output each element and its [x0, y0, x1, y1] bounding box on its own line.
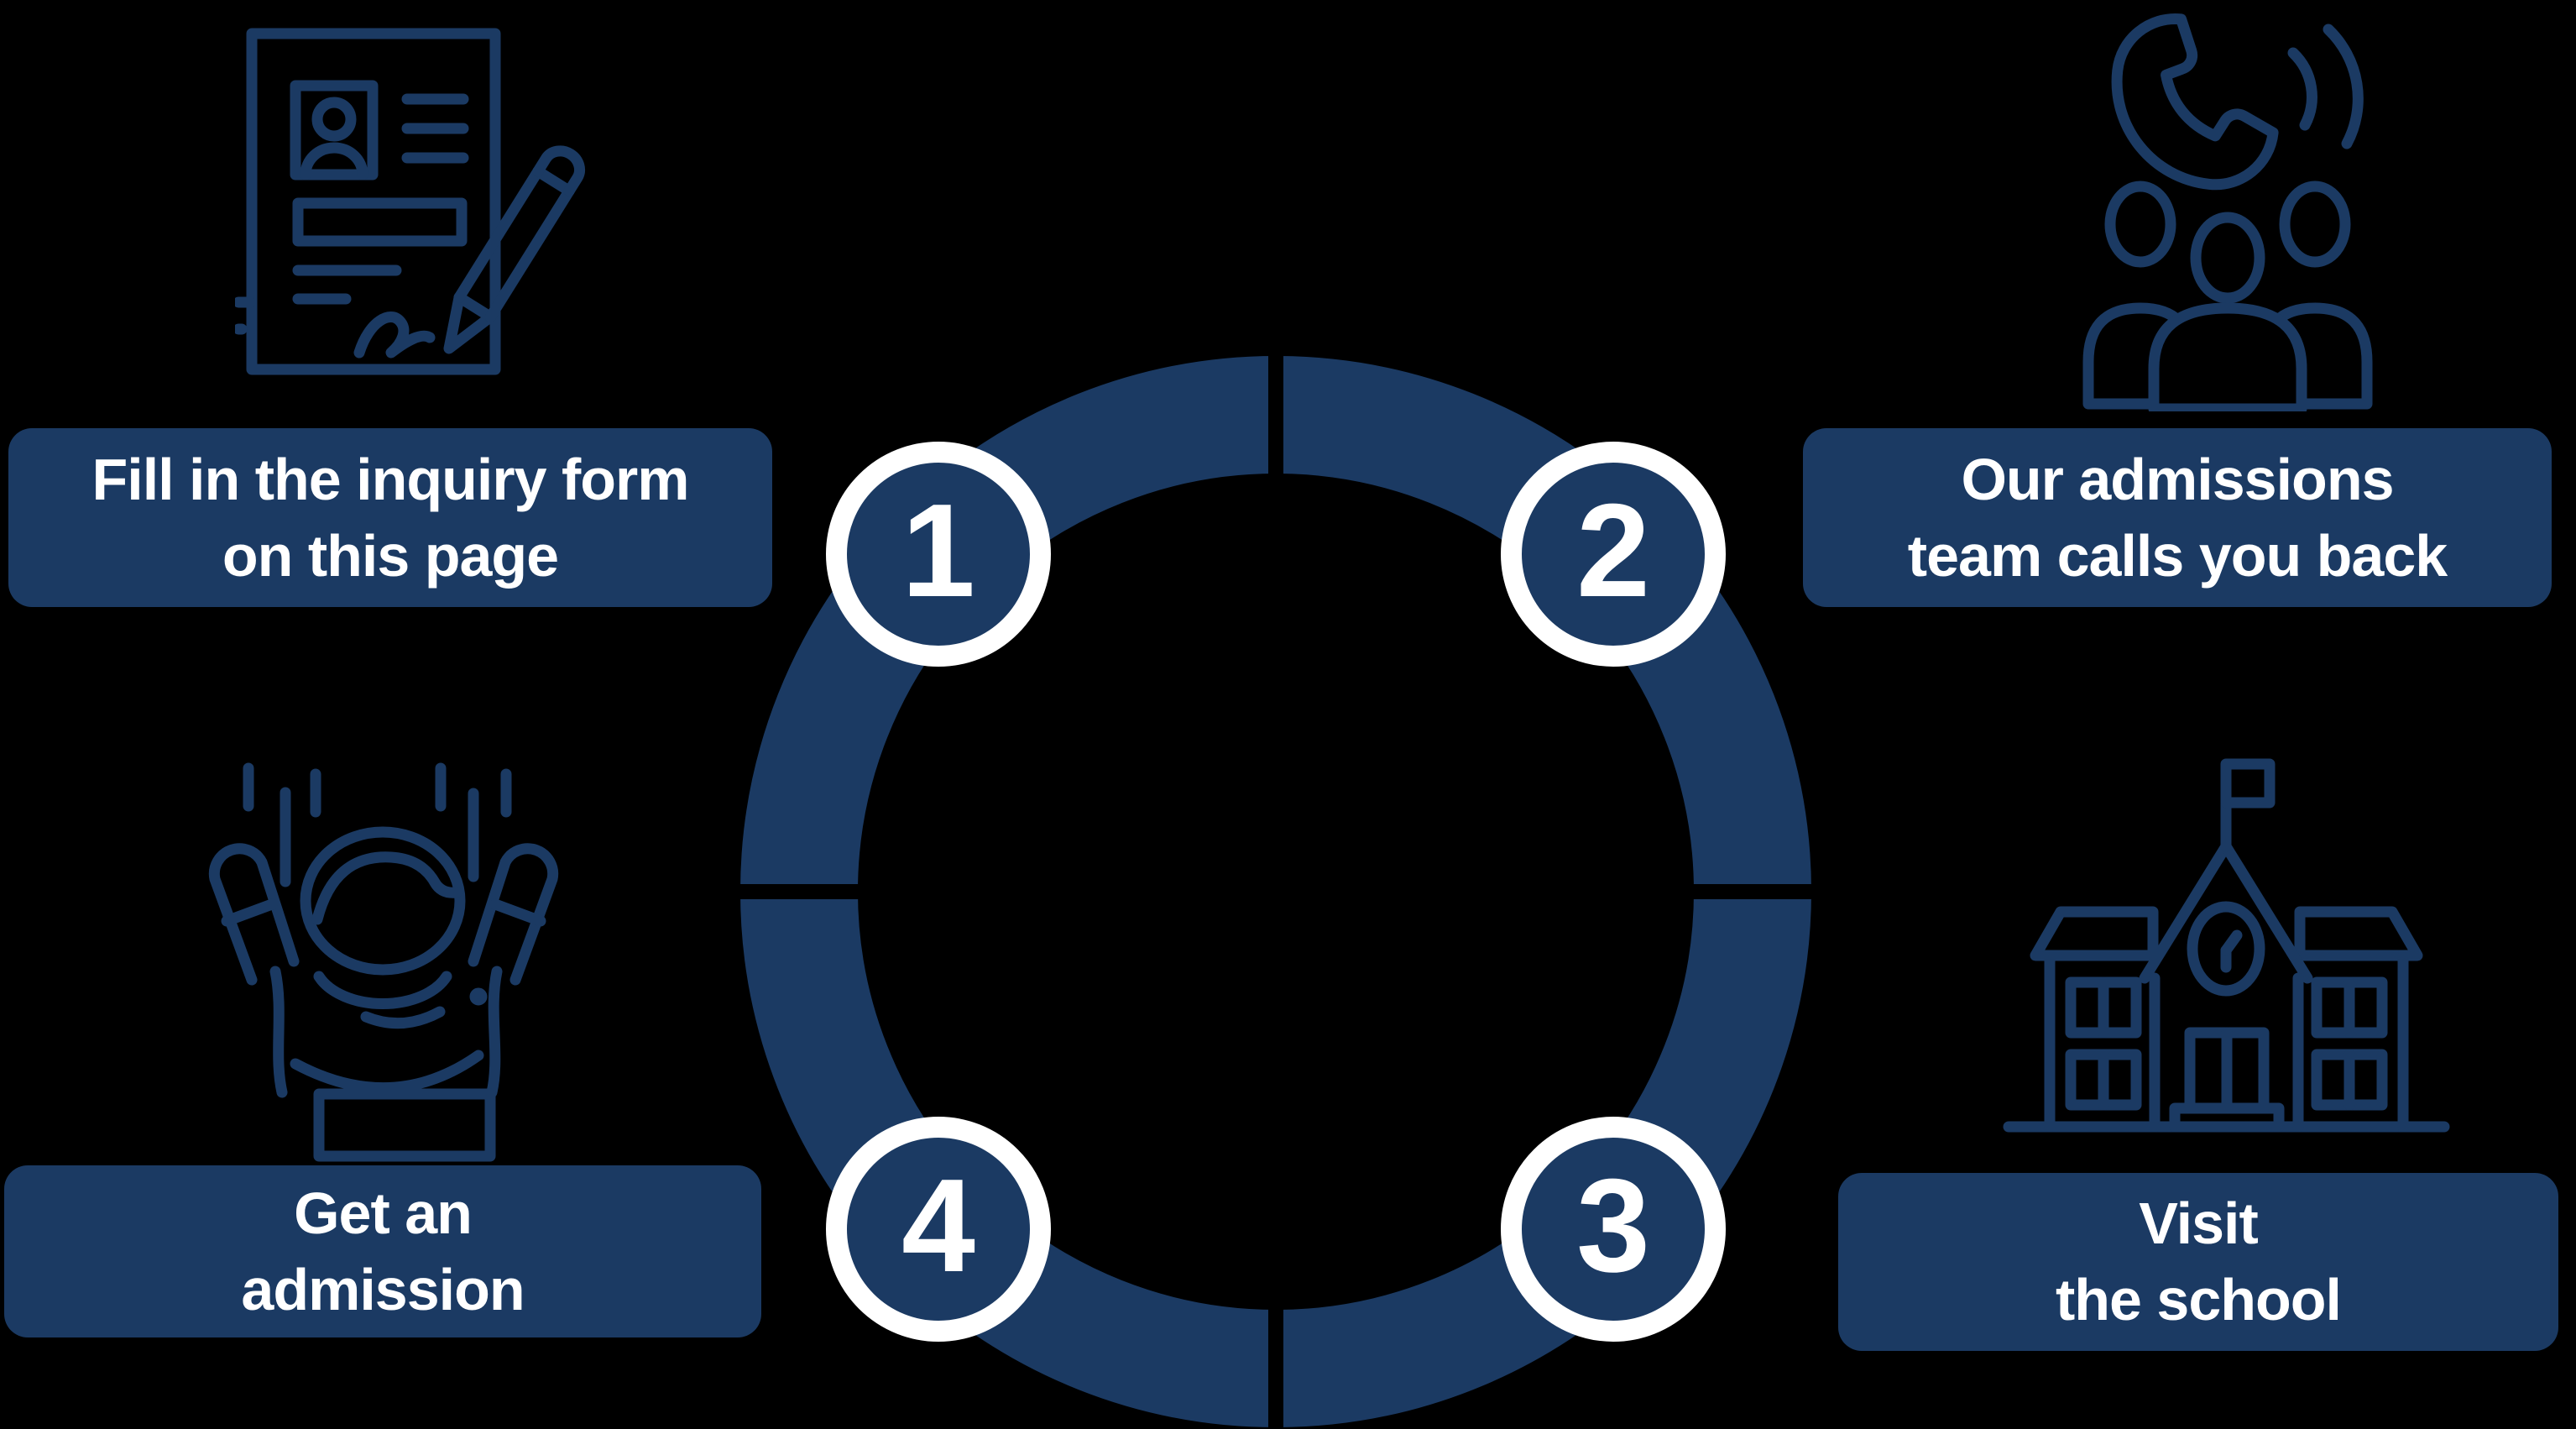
step-2-label-box: Our admissions team calls you back: [1803, 428, 2552, 607]
step-3-number: 3: [1576, 1152, 1650, 1300]
celebration-rays: [243, 762, 512, 887]
right-arm: [468, 843, 559, 986]
step-4-label-line2: admission: [241, 1256, 525, 1322]
phone-handset: [2111, 13, 2279, 191]
step-1-label-line1: Fill in the inquiry form: [91, 446, 690, 512]
step-1-number: 1: [901, 477, 975, 625]
step-1-badge: 1: [826, 442, 1051, 667]
team-group: [2082, 181, 2373, 411]
step-4-number: 4: [901, 1152, 975, 1300]
ring-quadrant-gaps: [730, 343, 1823, 1429]
left-arm: [208, 843, 300, 986]
inquiry-form-icon: [235, 28, 586, 375]
step-3-badge: 3: [1501, 1117, 1726, 1342]
step-3-label-line1: Visit: [2139, 1191, 2259, 1256]
step-4-label-line1: Get an: [294, 1180, 473, 1246]
school-building-icon: [2003, 758, 2450, 1133]
pencil: [443, 145, 586, 354]
phone-call-team-icon: [2082, 13, 2373, 411]
step-2-label-line1: Our admissions: [1961, 446, 2394, 512]
step-3-label-box: Visit the school: [1838, 1173, 2558, 1351]
sound-wave-small: [2287, 47, 2317, 131]
hair: [311, 851, 462, 925]
step-2-badge: 2: [1501, 442, 1726, 667]
step-2-label-line2: team calls you back: [1907, 522, 2448, 589]
clock: [2187, 901, 2265, 997]
door-step: [2169, 1102, 2285, 1133]
sound-wave-large: [2323, 24, 2364, 149]
flag: [2220, 758, 2276, 809]
step-2-number: 2: [1576, 477, 1650, 625]
step-4-label-box: Get an admission: [4, 1165, 761, 1337]
step-3-label-line2: the school: [2055, 1267, 2342, 1332]
head: [300, 826, 466, 976]
step-1-label-line2: on this page: [222, 522, 559, 589]
step-4-badge: 4: [826, 1117, 1051, 1342]
celebrating-student-icon: [208, 762, 559, 1162]
step-1-label-box: Fill in the inquiry form on this page: [8, 428, 772, 607]
body: [269, 966, 503, 1162]
